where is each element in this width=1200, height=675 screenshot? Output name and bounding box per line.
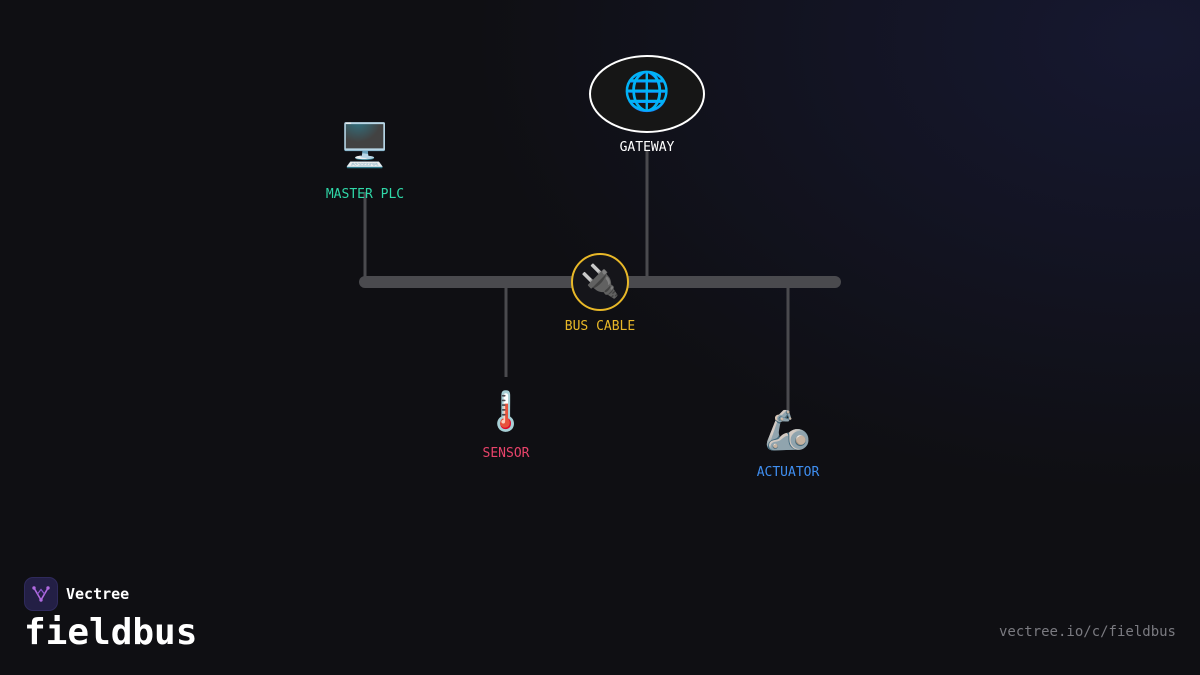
brand-name: Vectree (66, 585, 130, 603)
robot-arm-icon: 🦾 (764, 408, 811, 452)
bus-cable-label: BUS CABLE (565, 319, 635, 334)
master-plc-node[interactable]: 🖥️ MASTER PLC (326, 121, 404, 203)
actuator-node[interactable]: 🦾 ACTUATOR (757, 408, 820, 480)
brand[interactable]: Vectree (24, 577, 129, 611)
thermometer-icon: 🌡️ (482, 389, 529, 433)
gateway-label: GATEWAY (620, 140, 675, 155)
sensor-node[interactable]: 🌡️ SENSOR (482, 389, 529, 461)
gateway-bubble (589, 55, 705, 133)
master-plc-label: MASTER PLC (326, 187, 404, 202)
bus-cable-node[interactable]: 🔌 BUS CABLE (565, 253, 635, 334)
actuator-label: ACTUATOR (757, 465, 820, 480)
plug-icon: 🔌 (580, 262, 620, 300)
sensor-label: SENSOR (483, 446, 530, 461)
page-title: fieldbus (24, 612, 198, 653)
page-url[interactable]: vectree.io/c/fieldbus (998, 624, 1176, 640)
globe-icon: 🌐 (623, 69, 670, 113)
vectree-logo-icon (24, 577, 58, 611)
bus-cable-ring (571, 253, 629, 311)
vectree-logo-mark (32, 586, 50, 602)
gateway-node[interactable]: 🌐 GATEWAY (589, 55, 705, 155)
desktop-computer-icon: 🖥️ (339, 121, 391, 170)
